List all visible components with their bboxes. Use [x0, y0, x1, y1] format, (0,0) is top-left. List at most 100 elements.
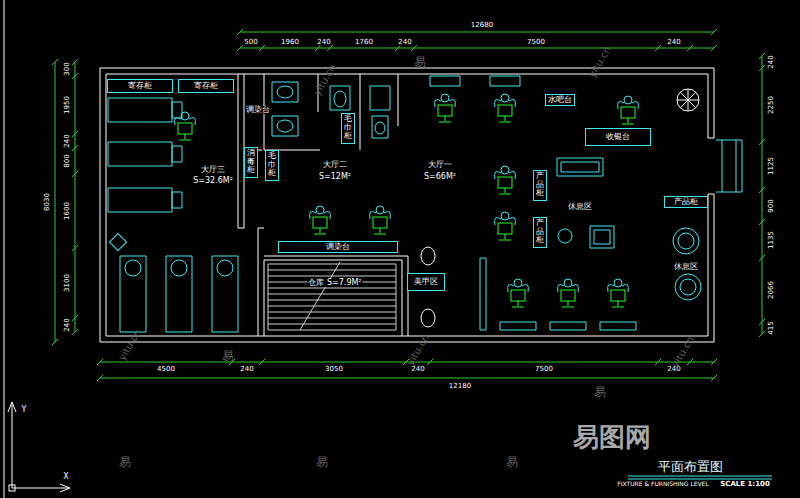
fixture-label: 美甲区 — [414, 278, 438, 286]
dye-counter: 调染台 — [278, 241, 398, 253]
fixture-label: 消毒柜 — [247, 149, 255, 175]
dimension-text: 240 — [239, 366, 254, 373]
dimension-text: 3050 — [324, 366, 344, 373]
room-label: S=12M² — [318, 173, 352, 181]
nail-chair — [421, 247, 435, 265]
watermark: 易 — [222, 350, 234, 362]
wash-basin — [125, 260, 141, 276]
dimension-text: 2250 — [768, 95, 775, 115]
nail-area-box: 美甲区 — [407, 273, 445, 291]
toilet — [334, 91, 346, 107]
salon-chair — [618, 96, 639, 124]
fixture-label: 调染台 — [245, 106, 271, 114]
room-label: 大厅三 — [200, 166, 226, 174]
ucs-icon — [8, 402, 70, 492]
locker-cabinet: 寄存柜 — [178, 79, 234, 93]
product-cabinet: 产品柜 — [533, 217, 547, 248]
dimension-text: 2066 — [768, 280, 775, 300]
dimension-text: 240 — [64, 317, 71, 332]
plant — [677, 89, 699, 111]
interior-wall — [238, 74, 408, 336]
basin — [277, 120, 293, 132]
salon-chair — [508, 279, 529, 307]
room-label: 休息区 — [567, 203, 593, 211]
dimension-text: 240 — [666, 39, 681, 46]
dimension-text: 3100 — [64, 273, 71, 293]
dimension-text: 240 — [768, 54, 775, 69]
fixture-label: 收银台 — [606, 133, 630, 141]
fixture-label: 寄存柜 — [194, 82, 218, 90]
room-label: 大厅一 — [427, 161, 453, 169]
towel-cabinet: 毛巾柜 — [341, 113, 355, 144]
cashier-counter: 收银台 — [585, 128, 651, 146]
lounge-chair — [675, 274, 701, 300]
salon-chair — [495, 212, 516, 240]
mirror-counter — [430, 76, 636, 330]
fixture-label: 毛巾柜 — [268, 152, 276, 178]
salon-chair — [175, 112, 196, 140]
sofa — [557, 158, 603, 176]
chairs — [175, 94, 639, 307]
dimension-text: 7500 — [526, 39, 546, 46]
water-bar: 水吧台 — [545, 94, 575, 106]
salon-chair — [370, 206, 391, 234]
watermark: 易 — [119, 456, 131, 468]
fixture-label: 毛巾柜 — [344, 115, 352, 141]
drawing-title: 平面布置图 — [658, 460, 723, 473]
dimension-text: 12680 — [470, 22, 494, 29]
walls — [100, 68, 714, 342]
plant — [677, 89, 699, 111]
stairs — [268, 262, 396, 330]
ucs-icon — [9, 485, 15, 491]
watermark: 易 — [414, 56, 426, 68]
dimension-text: 415 — [768, 320, 775, 335]
fixture-label: 水吧台 — [548, 96, 572, 104]
dimension-text: 1135 — [768, 230, 775, 250]
salon-chair — [495, 166, 516, 194]
axis-letter: Y — [22, 406, 27, 414]
dimension-text: 1125 — [768, 156, 775, 176]
watermark: 易 — [594, 386, 606, 398]
cabinet — [110, 234, 127, 251]
basin-unit — [272, 82, 390, 138]
entrance-door — [716, 140, 742, 192]
dimension-text: 1960 — [280, 39, 300, 46]
salon-chair — [608, 279, 629, 307]
towel-cabinet: 毛巾柜 — [265, 150, 279, 181]
scale-note: SCALE 1:100 — [720, 481, 770, 488]
dimension-text: 1760 — [354, 39, 374, 46]
fixture-label: 产品柜 — [536, 172, 544, 198]
dimension-text: 900 — [768, 198, 775, 213]
fixture-label: 产品柜 — [674, 198, 698, 206]
salon-chair — [310, 206, 331, 234]
dimension-text: 4500 — [156, 366, 176, 373]
room-label: 仓库 S=7.9M² — [307, 279, 362, 287]
dimension-text: 12180 — [448, 383, 472, 390]
basin — [277, 86, 293, 98]
dimension-text: 8030 — [44, 192, 51, 212]
dimension-line — [237, 29, 717, 51]
dimension-text: 300 — [64, 61, 71, 76]
dimension-text: 1600 — [64, 201, 71, 221]
side-table — [558, 229, 572, 243]
room-label: S=32.6M² — [192, 177, 234, 185]
dimension-text: 240 — [64, 133, 71, 148]
dimension-text: 1950 — [64, 95, 71, 115]
dimension-text: 800 — [64, 153, 71, 168]
dimension-line — [52, 59, 78, 345]
room-label: S=66M² — [423, 173, 457, 181]
wash-basin — [171, 260, 187, 276]
wash-bed — [108, 98, 182, 212]
room-label: 休息区 — [673, 263, 699, 271]
armchair — [590, 226, 614, 248]
outer-wall — [100, 68, 714, 342]
sterilizer-cabinet: 消毒柜 — [244, 147, 258, 178]
salon-chair — [495, 94, 516, 122]
watermark: 易图网 — [573, 424, 651, 450]
lounge-chair — [680, 279, 696, 295]
salon-chair — [435, 94, 456, 122]
dimension-text: 240 — [316, 39, 331, 46]
room-label: 大厅二 — [322, 161, 348, 169]
title-underline — [628, 476, 772, 479]
